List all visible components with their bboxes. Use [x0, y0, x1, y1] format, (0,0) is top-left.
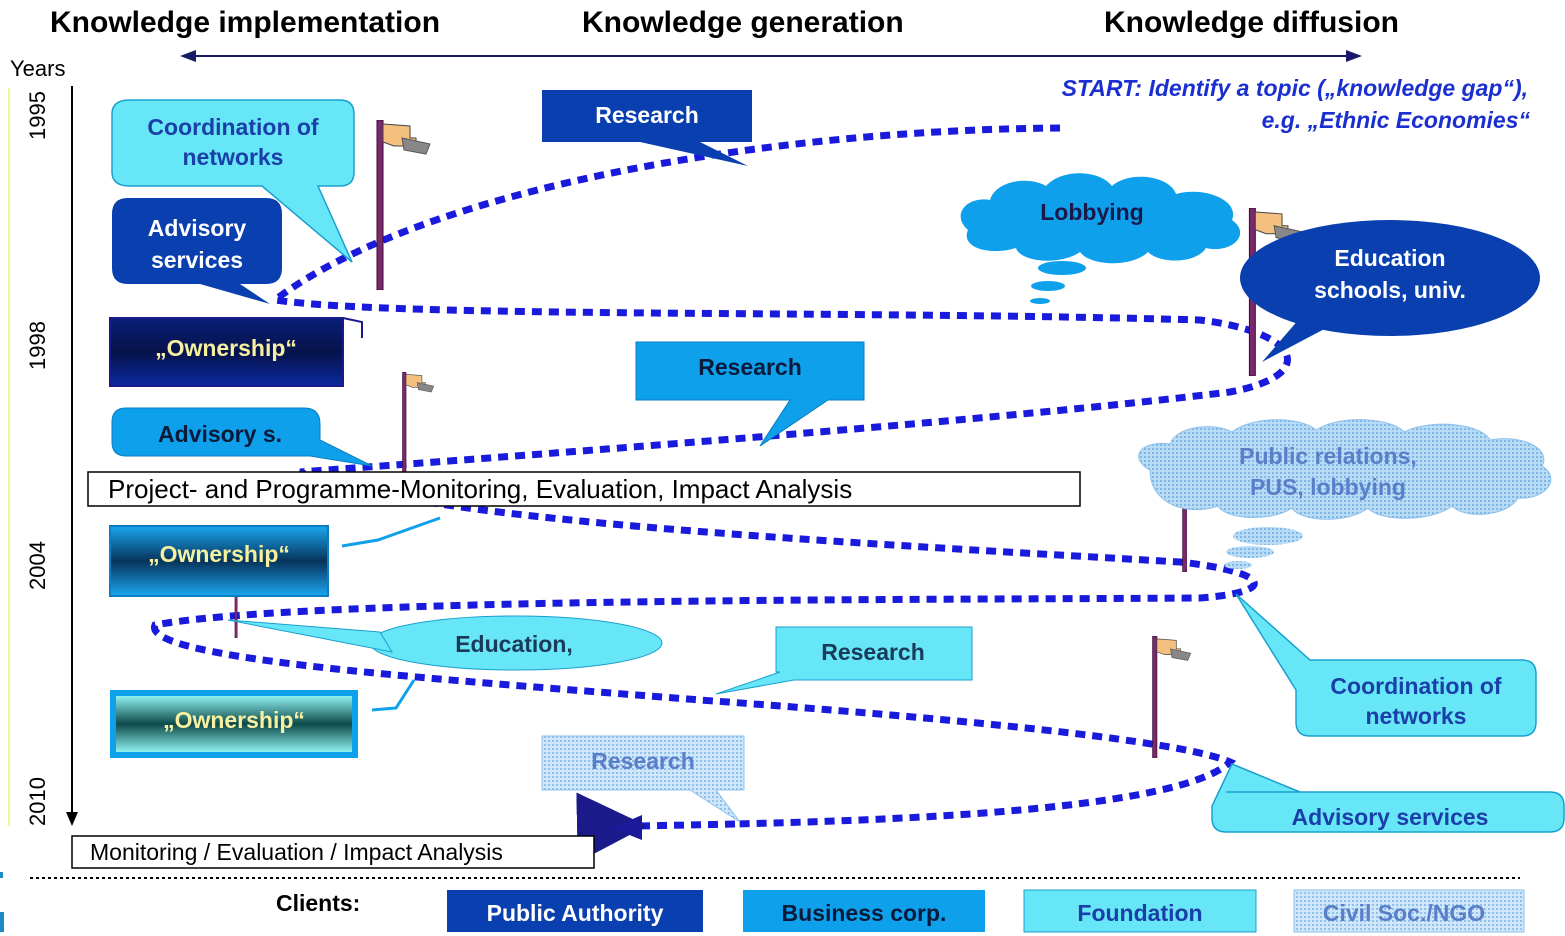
callout-label: Research	[591, 748, 695, 774]
years-axis-arrow	[66, 812, 78, 826]
callout-education-2: Education,	[227, 615, 663, 671]
callout-label: Education	[1334, 245, 1445, 271]
edge-mark	[0, 912, 4, 932]
callout-label: Advisory s.	[158, 421, 282, 447]
axis-title: Years	[10, 56, 65, 81]
flag-icon	[376, 120, 431, 290]
callout-label: PUS, lobbying	[1250, 474, 1406, 500]
callout-coordination-networks-1: Coordination of networks	[111, 99, 355, 263]
legend-item-public-authority: Public Authority	[447, 890, 703, 932]
callout-education-schools: Education schools, univ.	[1240, 220, 1540, 362]
callout-lobbying-cloud: Lobbying	[960, 173, 1241, 304]
legend-item-civil-soc-ngo: Civil Soc./NGO	[1293, 889, 1525, 933]
legend-label: Foundation	[1077, 900, 1202, 926]
knowledge-spiral-path	[151, 124, 1291, 828]
edge-mark	[0, 872, 3, 878]
ownership-label: „Ownership“	[155, 335, 297, 361]
flag-icon	[1152, 636, 1192, 758]
callout-label: networks	[1366, 703, 1467, 729]
callout-label: Coordination of	[147, 114, 319, 140]
box-label: Monitoring / Evaluation / Impact Analysi…	[90, 839, 503, 865]
tick-1998: 1998	[25, 321, 50, 370]
header-knowledge-diffusion: Knowledge diffusion	[1104, 6, 1399, 39]
callout-advisory-services-1: Advisory services	[112, 198, 282, 304]
legend-item-business-corp: Business corp.	[743, 890, 985, 932]
legend-label: Business corp.	[782, 900, 947, 926]
legend-label: Civil Soc./NGO	[1323, 900, 1485, 926]
header-knowledge-generation: Knowledge generation	[582, 6, 904, 39]
tick-1995: 1995	[25, 91, 50, 140]
callout-research-3: Research	[715, 626, 973, 695]
callout-advisory-short: Advisory s.	[111, 407, 373, 467]
callout-public-relations-cloud: Public relations, PUS, lobbying	[1138, 419, 1552, 569]
callout-label: Public relations,	[1239, 443, 1417, 469]
callout-research-1: Research	[542, 90, 752, 166]
legend-label: Public Authority	[487, 900, 664, 926]
callout-coordination-networks-2: Coordination of networks	[1235, 593, 1537, 737]
tick-2010: 2010	[25, 777, 50, 826]
final-monitoring-box: Monitoring / Evaluation / Impact Analysi…	[71, 835, 595, 869]
flag-icon	[402, 372, 435, 472]
start-text-line2: e.g. „Ethnic Economies“	[1262, 107, 1531, 133]
callout-label: Coordination of	[1330, 673, 1502, 699]
box-label: Project- and Programme-Monitoring, Evalu…	[108, 474, 852, 504]
ownership-box-1: „Ownership“	[109, 317, 363, 387]
start-text-line1: START: Identify a topic („knowledge gap“…	[1062, 75, 1528, 101]
callout-label: services	[151, 247, 243, 273]
callout-research-4: Research	[541, 735, 745, 823]
callout-research-2: Research	[635, 341, 865, 447]
callout-label: schools, univ.	[1314, 277, 1466, 303]
legend-item-foundation: Foundation	[1023, 889, 1257, 933]
header-double-arrow	[180, 50, 1362, 62]
callout-label: Research	[698, 354, 802, 380]
callout-label: Advisory	[148, 215, 247, 241]
callout-advisory-services-2: Advisory services	[1211, 763, 1565, 833]
monitoring-evaluation-box: Project- and Programme-Monitoring, Evalu…	[87, 471, 1081, 507]
callout-label: networks	[183, 144, 284, 170]
ownership-label: „Ownership“	[163, 707, 305, 733]
ownership-box-2: „Ownership“	[109, 516, 441, 597]
ownership-label: „Ownership“	[148, 541, 290, 567]
final-arrow-head	[612, 815, 642, 840]
header-knowledge-implementation: Knowledge implementation	[50, 6, 440, 39]
callout-label: Research	[821, 639, 925, 665]
callout-label: Advisory services	[1292, 804, 1489, 830]
final-arrow	[576, 792, 736, 863]
legend-title: Clients:	[276, 890, 360, 916]
callout-label: Education,	[455, 631, 573, 657]
axis-side-line	[8, 88, 10, 826]
ownership-box-3: „Ownership“	[110, 679, 416, 758]
callout-label: Lobbying	[1040, 199, 1143, 225]
tick-2004: 2004	[25, 541, 50, 590]
callout-label: Research	[595, 102, 699, 128]
